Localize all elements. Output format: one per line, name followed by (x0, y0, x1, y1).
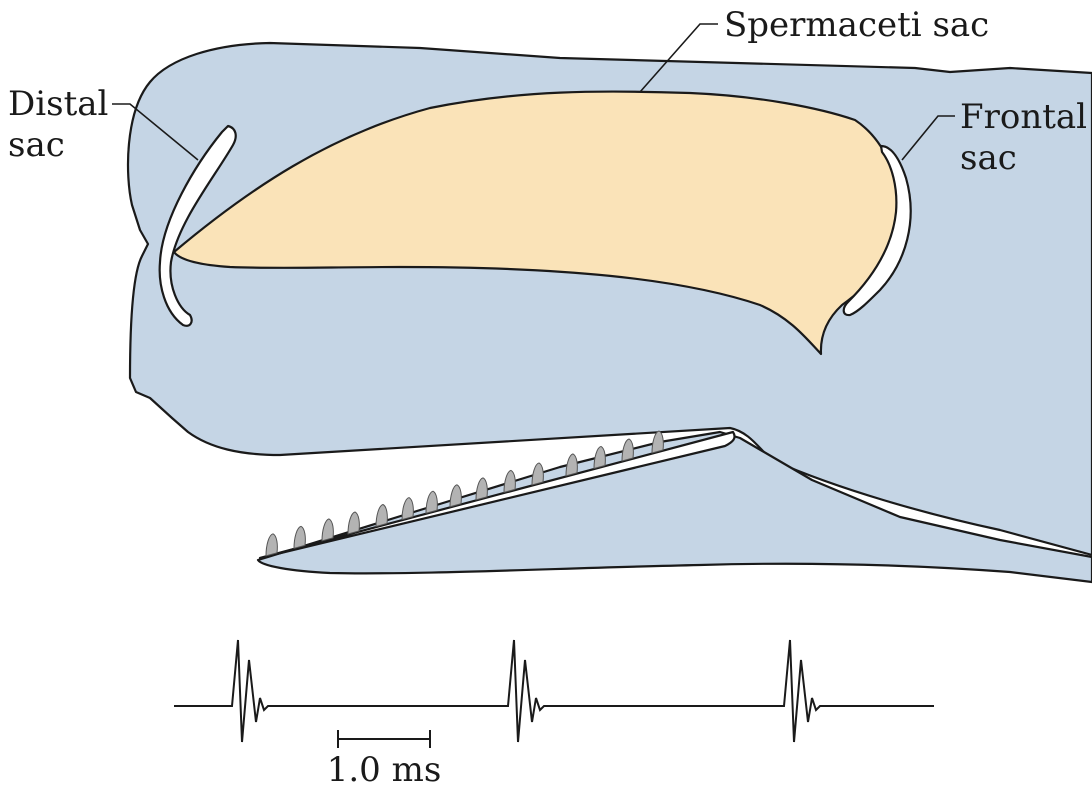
tooth (321, 518, 334, 542)
spermaceti-sac-leader (639, 23, 718, 93)
frontal-sac-shape (842, 144, 912, 317)
tooth (293, 525, 306, 549)
distal-sac-leader (112, 103, 199, 161)
click-train-waveform (174, 639, 934, 743)
scale-bar (337, 730, 431, 748)
tooth (475, 477, 488, 501)
frontal-sac-leader (901, 115, 955, 161)
tooth (401, 497, 414, 521)
tooth (425, 490, 438, 514)
distal-sac-label-line2: sac (8, 125, 65, 165)
tooth (347, 511, 360, 535)
mouth-gap (258, 430, 736, 560)
distal-sac-label-line1: Distal (8, 84, 108, 124)
tooth (565, 453, 578, 477)
tooth (449, 484, 462, 508)
tooth (621, 438, 634, 462)
tooth (531, 462, 544, 486)
tooth (265, 533, 278, 557)
distal-sac-shape (158, 124, 237, 327)
frontal-sac-label-line1: Frontal (960, 97, 1087, 137)
tooth (375, 503, 388, 528)
frontal-sac-label-line2: sac (960, 138, 1017, 178)
tooth (503, 469, 516, 494)
lower-jaw (256, 430, 1092, 584)
scale-bar-label: 1.0 ms (327, 750, 442, 790)
tooth (593, 445, 606, 470)
tooth (651, 430, 664, 454)
teeth (265, 430, 664, 557)
spermaceti-sac-label: Spermaceti sac (724, 5, 989, 45)
